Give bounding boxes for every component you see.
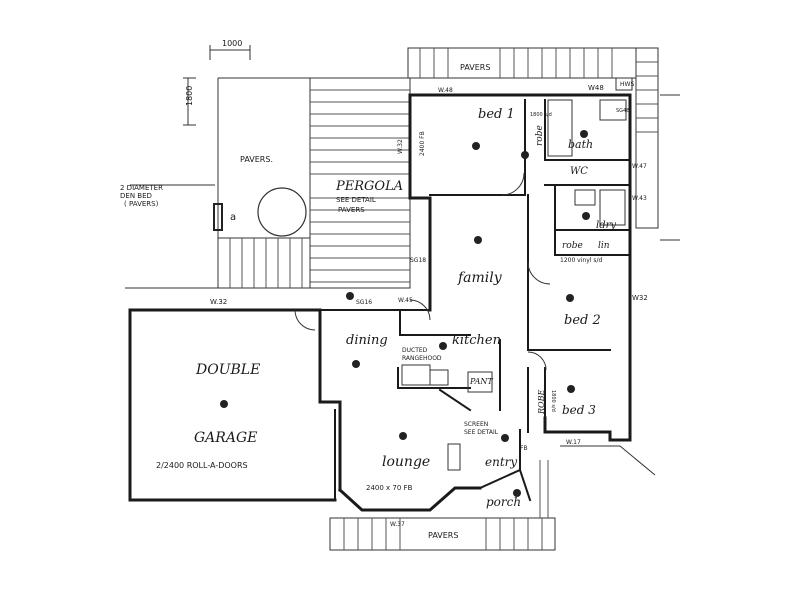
fixtures	[401, 77, 633, 471]
window-tag-bed1side: W.32	[397, 139, 404, 154]
pavers-strip-bottom	[329, 517, 556, 551]
room-label-entry: entry	[485, 455, 517, 469]
room-label-bath: bath	[568, 138, 593, 151]
screen-note-2: SEE DETAIL	[464, 429, 499, 436]
pavers-strip-left	[217, 237, 311, 289]
light-icon	[566, 294, 574, 302]
window-tag-w48: W48	[588, 84, 604, 92]
light-icon	[399, 432, 407, 440]
room-label-bed3: bed 3	[562, 403, 596, 417]
pavers-strip-top	[407, 47, 637, 79]
light-icon	[580, 130, 588, 138]
window-tag-garage: W.32	[210, 298, 227, 306]
light-icon	[513, 489, 521, 497]
room-label-bed1: bed 1	[478, 107, 515, 122]
window-tag-sg48: SG48	[616, 108, 629, 114]
light-fixtures	[220, 130, 590, 497]
room-label-garage-1: DOUBLE	[195, 362, 260, 378]
room-label-robe-bed3: ROBE	[537, 390, 546, 415]
room-label-pergola: PERGOLA	[335, 179, 403, 194]
dimension-labels: 1000 1800	[185, 39, 242, 106]
pavers-label-left: PAVERS.	[240, 155, 273, 164]
pergola-note-2: PAVERS	[338, 206, 365, 214]
garden-tap-label: a	[230, 212, 236, 223]
room-label-lin: lin	[598, 241, 610, 251]
room-label-garage-2: GARAGE	[194, 430, 257, 446]
light-icon	[501, 434, 509, 442]
window-tag-w32: W32	[632, 294, 648, 302]
window-tag-w45: W.45	[398, 297, 413, 304]
dimension-top: 1000	[222, 39, 242, 48]
garage-doors-note: 2/2400 ROLL-A-DOORS	[156, 461, 248, 470]
room-label-wc: WC	[570, 166, 588, 177]
pavers-strip-diagonal	[539, 445, 656, 518]
light-icon	[220, 400, 228, 408]
window-tag-w48b: W.48	[438, 87, 453, 94]
ducted-note-2: RANGEHOOD	[402, 355, 442, 362]
ducted-note-1: DUCTED	[402, 347, 428, 354]
garden-bed-circle	[257, 187, 307, 237]
light-icon	[346, 292, 354, 300]
vinyl-note: 1200 vinyl s/d	[560, 257, 602, 264]
light-icon	[439, 342, 447, 350]
pergola-note-1: SEE DETAIL	[336, 196, 376, 204]
room-label-pant: PANT	[469, 377, 493, 386]
diameter-note-3: ( PAVERS)	[124, 200, 159, 208]
room-label-kitchen: kitchen	[452, 333, 501, 348]
window-tag-sg18: SG18	[410, 257, 426, 264]
room-label-family: family	[457, 270, 503, 286]
window-tag-sg16: SG16	[356, 299, 372, 306]
lounge-window-note: 2400 x 70 FB	[366, 484, 413, 492]
hot-water-label: HWS	[620, 81, 634, 88]
entry-note: FB	[520, 445, 528, 452]
room-label-bed2: bed 2	[564, 313, 601, 328]
window-tags: W48 W.48 W.45 W.47 W.43 W32 W.17 W.32 W.…	[210, 84, 648, 528]
bed1-window-note: 2400 FB	[419, 131, 426, 156]
window-tag-w37: W.37	[390, 521, 405, 528]
dimension-side: 1800	[185, 86, 194, 106]
door-swings	[294, 172, 551, 371]
pavers-label-top: PAVERS	[460, 63, 490, 72]
robe-note: 1800 s/d	[530, 112, 552, 118]
room-label-ldry: ldry	[596, 220, 616, 231]
bed3-robe-note: 1800 s/d	[550, 390, 556, 412]
annotation-labels: PAVERS PAVERS. PAVERS SEE DETAIL PAVERS …	[120, 63, 634, 540]
light-icon	[472, 142, 480, 150]
pergola-hatching	[309, 77, 411, 289]
diameter-note-1: 2 DIAMETER	[120, 184, 163, 192]
pavers-label-bottom: PAVERS	[428, 531, 458, 540]
room-label-porch: porch	[486, 495, 521, 509]
light-icon	[474, 236, 482, 244]
window-tag-w43: W.43	[632, 195, 647, 202]
window-tag-w47: W.47	[632, 163, 647, 170]
light-icon	[582, 212, 590, 220]
dimension-markers	[183, 45, 251, 126]
window-tag-w17: W.17	[566, 439, 581, 446]
pavers-strip-right	[635, 47, 659, 229]
light-icon	[567, 385, 575, 393]
light-icon	[352, 360, 360, 368]
light-icon	[521, 151, 529, 159]
diameter-note-2: DEN BED	[120, 192, 152, 200]
room-label-robe-bed2: robe	[562, 241, 583, 251]
internal-walls	[397, 99, 631, 471]
garden-tap-box	[213, 203, 223, 231]
site-lines	[125, 77, 680, 289]
screen-note-1: SCREEN	[464, 421, 488, 428]
room-label-lounge: lounge	[382, 454, 430, 470]
room-label-dining: dining	[346, 333, 388, 348]
room-labels: bed 1 family bed 2 bed 3 dining kitchen …	[194, 107, 616, 509]
external-walls	[128, 93, 632, 512]
room-label-robe-bed1: robe	[535, 125, 545, 146]
